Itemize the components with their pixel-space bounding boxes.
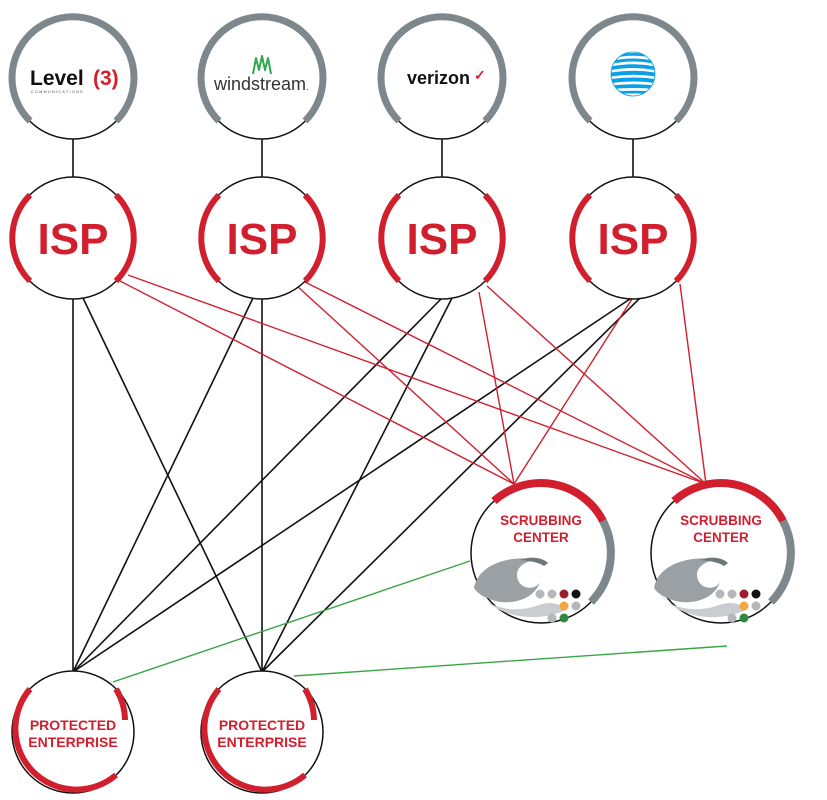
link-isp-3-to-scrub-1 bbox=[679, 283, 707, 485]
link-isp-0-to-ent-1 bbox=[82, 297, 263, 673]
link-isp-2-to-scrub-0 bbox=[478, 291, 515, 485]
link-isp-2-to-scrub-1 bbox=[486, 285, 707, 485]
wave-icon bbox=[654, 557, 746, 618]
level3-logo-icon: Level (3) COMMUNICATIONS bbox=[30, 67, 119, 94]
verizon-logo-text: verizon bbox=[407, 68, 470, 88]
enterprise-label-line2: ENTERPRISE bbox=[28, 734, 117, 750]
link-isp-2-to-ent-1 bbox=[261, 297, 453, 673]
link-isp-1-to-scrub-1 bbox=[302, 280, 707, 485]
link-isp-2-to-ent-0 bbox=[72, 298, 442, 673]
scrubbing-center-label-line2: CENTER bbox=[693, 530, 749, 545]
scrubbing-center-label-line2: CENTER bbox=[513, 530, 569, 545]
isp-node-4: ISP bbox=[569, 176, 697, 300]
att-globe-logo-icon bbox=[610, 51, 656, 97]
verizon-check-icon: ✓ bbox=[474, 67, 486, 83]
protected-enterprise-2: PROTECTED ENTERPRISE bbox=[200, 670, 324, 794]
link-isp-3-to-ent-1 bbox=[261, 297, 641, 673]
carrier-node-windstream: windstream. bbox=[197, 13, 327, 140]
traffic-dots-icon bbox=[715, 589, 761, 623]
enterprise-label-line2: ENTERPRISE bbox=[217, 734, 306, 750]
windstream-logo-text: windstream. bbox=[213, 74, 309, 94]
isp-label: ISP bbox=[38, 215, 109, 264]
level3-logo-text: Level bbox=[30, 67, 84, 90]
carrier-node-att bbox=[568, 13, 698, 140]
scrubbing-center-1: SCRUBBING CENTER bbox=[470, 479, 615, 624]
isp-node-1: ISP bbox=[9, 176, 137, 300]
link-scrub-1-to-ent-1 bbox=[293, 645, 728, 677]
connection-lines bbox=[72, 139, 728, 683]
scrubbing-center-2: SCRUBBING CENTER bbox=[650, 479, 795, 624]
link-isp-0-to-scrub-0 bbox=[119, 280, 515, 485]
wave-icon bbox=[474, 557, 566, 618]
carrier-node-verizon: verizon ✓ bbox=[377, 13, 507, 140]
scrubbing-center-label-line1: SCRUBBING bbox=[680, 513, 762, 528]
scrubbing-center-label-line1: SCRUBBING bbox=[500, 513, 582, 528]
link-isp-0-to-scrub-1 bbox=[127, 274, 707, 485]
link-isp-3-to-ent-0 bbox=[72, 298, 631, 673]
isp-label: ISP bbox=[227, 215, 298, 264]
isp-label: ISP bbox=[407, 215, 478, 264]
enterprise-label-line1: PROTECTED bbox=[219, 717, 305, 733]
enterprise-label-line1: PROTECTED bbox=[30, 717, 116, 733]
link-isp-1-to-ent-0 bbox=[72, 297, 254, 673]
link-scrub-0-to-ent-0 bbox=[112, 560, 471, 683]
verizon-logo-icon: verizon ✓ bbox=[407, 67, 486, 88]
link-isp-1-to-scrub-0 bbox=[296, 285, 515, 485]
isp-label: ISP bbox=[598, 215, 669, 264]
windstream-logo-icon: windstream. bbox=[213, 55, 309, 94]
link-isp-3-to-scrub-0 bbox=[513, 298, 633, 485]
level3-logo-number: (3) bbox=[93, 67, 119, 90]
protected-enterprise-1: PROTECTED ENTERPRISE bbox=[11, 670, 135, 794]
carrier-node-level3: Level (3) COMMUNICATIONS bbox=[8, 13, 138, 140]
isp-node-2: ISP bbox=[198, 176, 326, 300]
traffic-dots-icon bbox=[535, 589, 581, 623]
level3-logo-subtext: COMMUNICATIONS bbox=[31, 90, 84, 94]
isp-node-3: ISP bbox=[378, 176, 506, 300]
